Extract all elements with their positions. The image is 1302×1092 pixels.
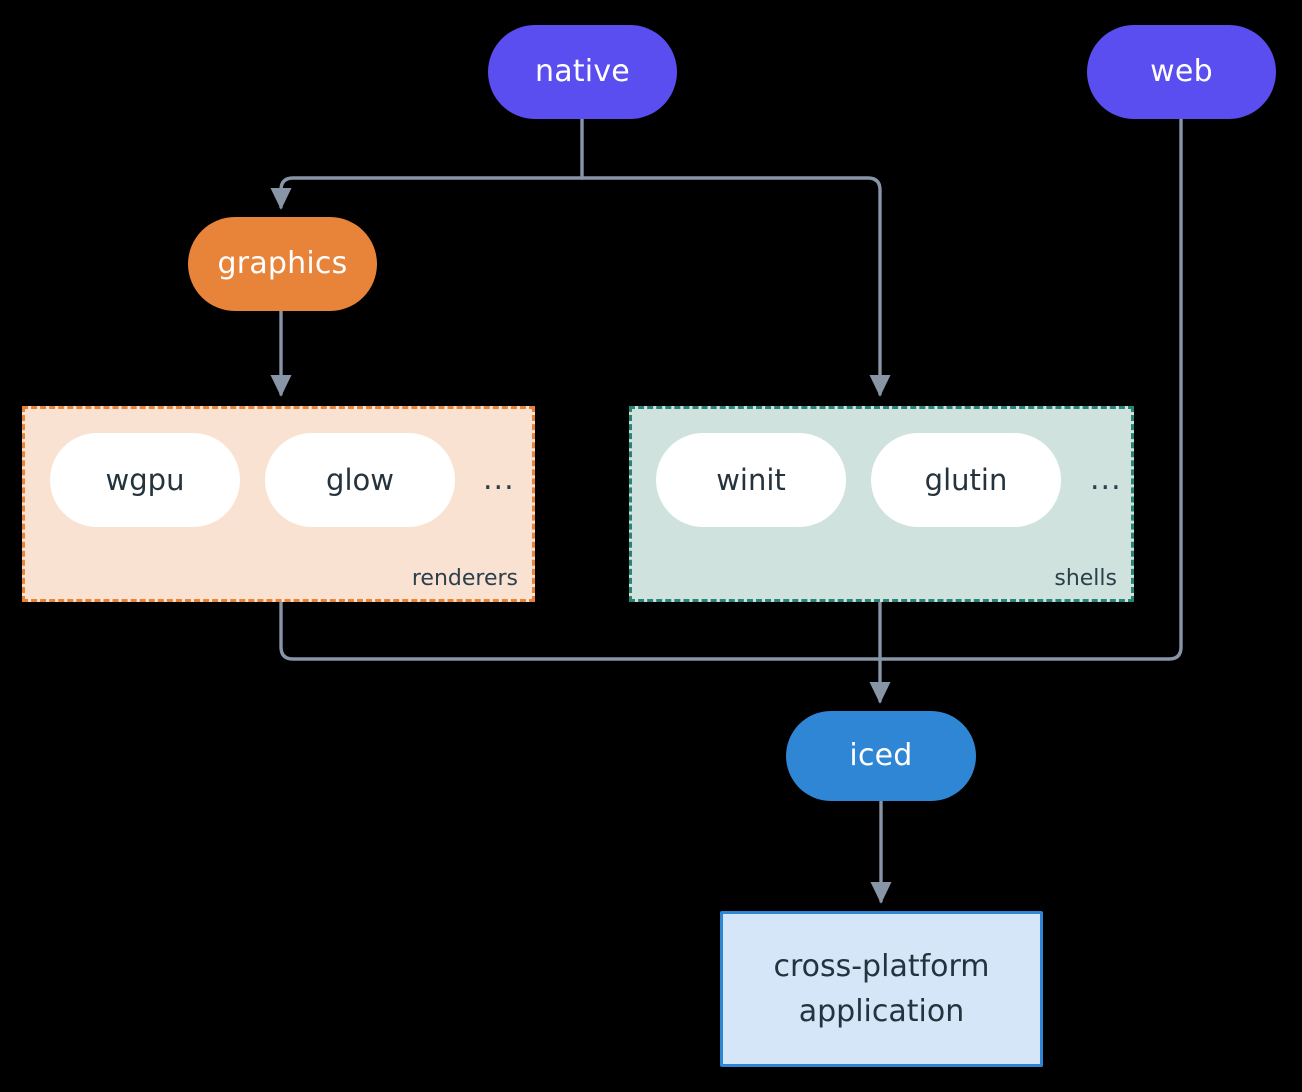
renderers-ellipsis-icon: ... [483,462,515,497]
node-glow-label: glow [326,462,394,497]
shells-ellipsis-icon: ... [1090,462,1122,497]
node-native-label: native [535,54,630,90]
node-wgpu[interactable]: wgpu [50,433,240,527]
node-winit[interactable]: winit [656,433,846,527]
edge-native-shells [580,176,891,397]
node-graphics[interactable]: graphics [188,217,377,311]
node-glow[interactable]: glow [265,433,455,527]
edge-native-graphics [270,176,584,210]
node-glutin-label: glutin [924,462,1008,497]
node-glutin[interactable]: glutin [871,433,1061,527]
node-native[interactable]: native [488,25,677,119]
node-wgpu-label: wgpu [105,462,185,497]
node-winit-label: winit [716,462,786,497]
edge-renderers-iced [279,600,882,661]
node-web[interactable]: web [1087,25,1276,119]
cluster-shells-label: shells [1054,566,1117,591]
node-iced-label: iced [849,738,913,774]
node-application[interactable]: cross-platform application [720,911,1043,1067]
node-application-label: cross-platform application [773,949,990,1029]
node-iced[interactable]: iced [786,711,976,801]
node-graphics-label: graphics [217,246,348,282]
node-web-label: web [1150,54,1213,90]
cluster-renderers-label: renderers [411,566,518,591]
